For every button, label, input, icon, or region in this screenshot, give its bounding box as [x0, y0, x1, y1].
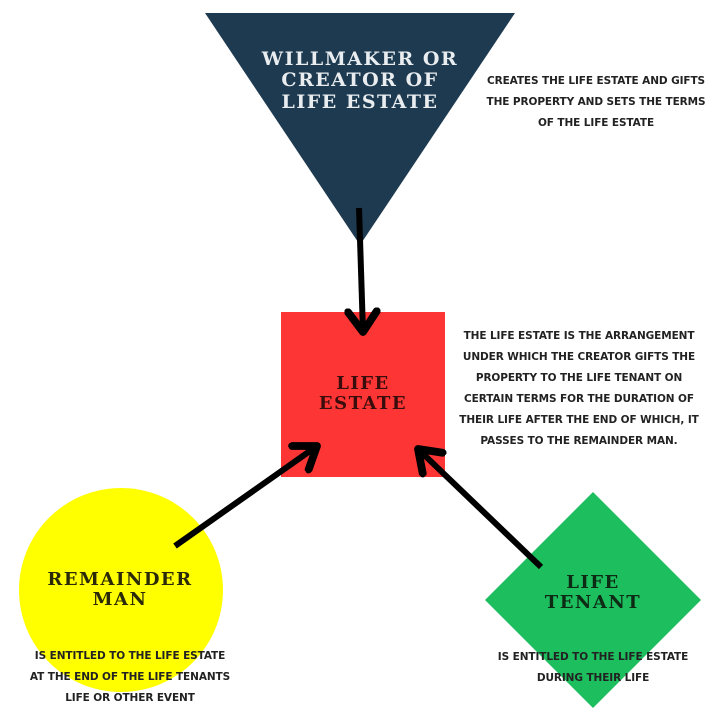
life-tenant-title: LIFE TENANT	[513, 572, 673, 614]
creator-title: WILLMAKER OR CREATOR OF LIFE ESTATE	[235, 48, 485, 113]
life-estate-description-line: PROPERTY TO THE LIFE TENANT ON	[475, 372, 683, 384]
life-estate-title-line: LIFE	[336, 373, 390, 394]
life-estate-description-line: THE LIFE ESTATE IS THE ARRANGEMENT	[463, 330, 695, 342]
remainder-man-description-line: LIFE OR OTHER EVENT	[65, 692, 195, 704]
remainder-man-description-line: AT THE END OF THE LIFE TENANTS	[29, 671, 231, 683]
life-estate-title: LIFE ESTATE	[281, 373, 445, 415]
creator-description-line: CREATES THE LIFE ESTATE AND GIFTS	[487, 75, 705, 87]
arrow-creator-to-life-estate	[359, 207, 363, 332]
life-tenant-title-line: LIFE	[566, 572, 620, 593]
life-tenant-description-line: DURING THEIR LIFE	[536, 672, 650, 684]
remainder-man-title-line: MAN	[92, 589, 148, 611]
creator-description-line: THE PROPERTY AND SETS THE TERMS	[486, 96, 706, 108]
creator-title-line: WILLMAKER OR	[261, 48, 459, 70]
creator-triangle-shape	[205, 13, 515, 245]
life-tenant-description: IS ENTITLED TO THE LIFE ESTATE DURING TH…	[478, 647, 708, 689]
life-tenant-diamond-shape	[485, 492, 701, 708]
remainder-man-title: REMAINDER MAN	[20, 569, 220, 611]
life-estate-description-line: PASSES TO THE REMAINDER MAN.	[480, 435, 678, 447]
creator-description: CREATES THE LIFE ESTATE AND GIFTS THE PR…	[472, 71, 720, 134]
life-estate-description-line: UNDER WHICH THE CREATOR GIFTS THE	[462, 351, 696, 363]
creator-title-line: CREATOR OF	[281, 69, 439, 92]
life-estate-title-line: ESTATE	[318, 393, 408, 415]
life-estate-description-line: CERTAIN TERMS FOR THE DURATION OF	[464, 393, 694, 405]
life-estate-description-line: THEIR LIFE AFTER THE END OF WHICH, IT	[459, 414, 699, 426]
remainder-man-title-line: REMAINDER	[47, 569, 193, 590]
arrow-life-tenant-to-life-estate	[418, 449, 544, 570]
creator-description-line: OF THE LIFE ESTATE	[537, 117, 655, 129]
remainder-man-description-line: IS ENTITLED TO THE LIFE ESTATE	[34, 650, 226, 662]
life-estate-description: THE LIFE ESTATE IS THE ARRANGEMENT UNDER…	[447, 326, 711, 452]
remainder-man-description: IS ENTITLED TO THE LIFE ESTATE AT THE EN…	[10, 646, 250, 709]
life-tenant-description-line: IS ENTITLED TO THE LIFE ESTATE	[497, 651, 689, 663]
remainder-man-circle-shape	[19, 488, 223, 692]
arrow-remainder-man-to-life-estate	[173, 446, 317, 549]
life-tenant-title-line: TENANT	[544, 592, 642, 614]
creator-title-line: LIFE ESTATE	[281, 90, 439, 113]
